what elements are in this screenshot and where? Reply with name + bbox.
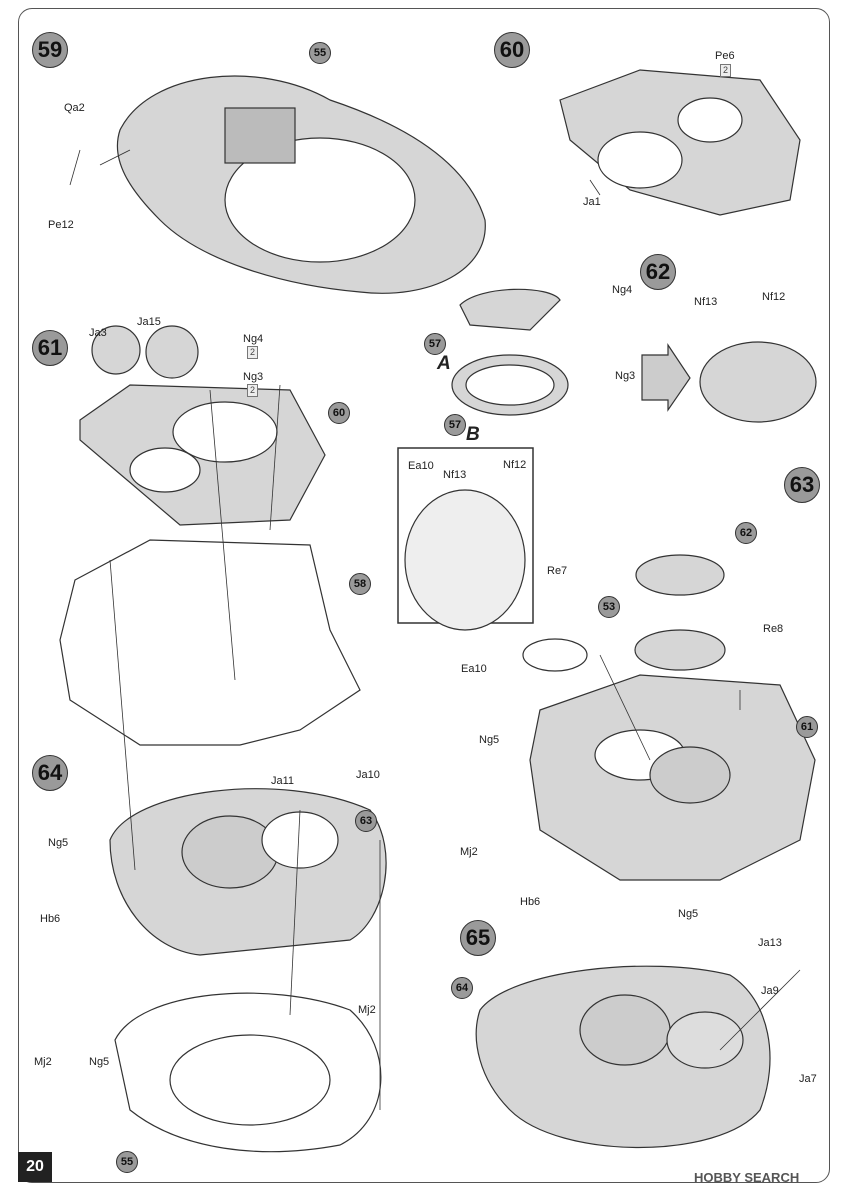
ref-55-step64: 55 — [116, 1151, 138, 1173]
label-ja10: Ja10 — [356, 769, 380, 781]
step-64-badge: 64 — [32, 755, 68, 791]
ref-63-step64: 63 — [355, 810, 377, 832]
hull-plate-60 — [559, 69, 801, 216]
ref-53-step63: 53 — [598, 596, 620, 618]
qty-pe6: 2 — [720, 64, 732, 77]
label-ja1: Ja1 — [583, 196, 601, 208]
step-60-badge: 60 — [494, 32, 530, 68]
label-mj2-step63: Mj2 — [460, 846, 478, 858]
ref-61-step63: 61 — [796, 716, 818, 738]
label-nf13: Nf13 — [694, 296, 718, 308]
label-ng3-step62: Ng3 — [615, 370, 636, 382]
hatch-lid-62 — [459, 288, 561, 331]
label-ng5-step64a: Ng5 — [48, 837, 69, 849]
ref-62-step63: 62 — [735, 522, 757, 544]
label-ja7: Ja7 — [799, 1073, 817, 1085]
page-frame — [18, 8, 830, 1183]
label-ea10: Ea10 — [461, 663, 487, 675]
label-ja9: Ja9 — [761, 985, 779, 997]
ref-57-b: 57 — [444, 414, 466, 436]
label-ng3-step61: Ng3 — [243, 371, 264, 383]
sub-step-a: A — [437, 353, 451, 374]
label-hb6-step64: Hb6 — [40, 913, 61, 925]
label-ja15: Ja15 — [137, 316, 161, 328]
label-ng4-step62: Ng4 — [612, 284, 633, 296]
label-nf12-inset: Nf12 — [503, 459, 527, 471]
label-pe6: Pe6 — [715, 50, 735, 62]
label-ea10-inset: Ea10 — [408, 460, 434, 472]
watermark-logo: HOBBY SEARCH — [694, 1170, 800, 1185]
label-ng4-step61: Ng4 — [243, 333, 264, 345]
label-nf12: Nf12 — [762, 291, 786, 303]
step-63-badge: 63 — [784, 467, 820, 503]
page-number: 20 — [18, 1152, 52, 1182]
hull-wall-61 — [59, 539, 361, 746]
ref-55-step59: 55 — [309, 42, 331, 64]
ref-57-a: 57 — [424, 333, 446, 355]
label-mj2-step64a: Mj2 — [34, 1056, 52, 1068]
step-61-badge: 61 — [32, 330, 68, 366]
qty-ng4: 2 — [247, 346, 259, 359]
step-65-badge: 65 — [460, 920, 496, 956]
label-ng5-step64b: Ng5 — [89, 1056, 110, 1068]
label-mj2-step64b: Mj2 — [358, 1004, 376, 1016]
label-nf13-inset: Nf13 — [443, 469, 467, 481]
label-ja3: Ja3 — [89, 327, 107, 339]
label-re8: Re8 — [763, 623, 784, 635]
label-ng5-step63a: Ng5 — [479, 734, 500, 746]
step-59-badge: 59 — [32, 32, 68, 68]
label-ja11: Ja11 — [271, 775, 295, 787]
qty-ng3: 2 — [247, 384, 259, 397]
label-pe12: Pe12 — [48, 219, 74, 231]
label-hb6-step63: Hb6 — [520, 896, 541, 908]
label-qa2: Qa2 — [64, 102, 85, 114]
arrow-62 — [641, 343, 691, 412]
label-re7: Re7 — [547, 565, 568, 577]
ref-58-step61: 58 — [349, 573, 371, 595]
label-ng5-step63b: Ng5 — [678, 908, 699, 920]
ref-60-step61: 60 — [328, 402, 350, 424]
label-ja13: Ja13 — [758, 937, 782, 949]
ref-64-step65: 64 — [451, 977, 473, 999]
step-62-badge: 62 — [640, 254, 676, 290]
sub-step-b: B — [466, 424, 480, 445]
